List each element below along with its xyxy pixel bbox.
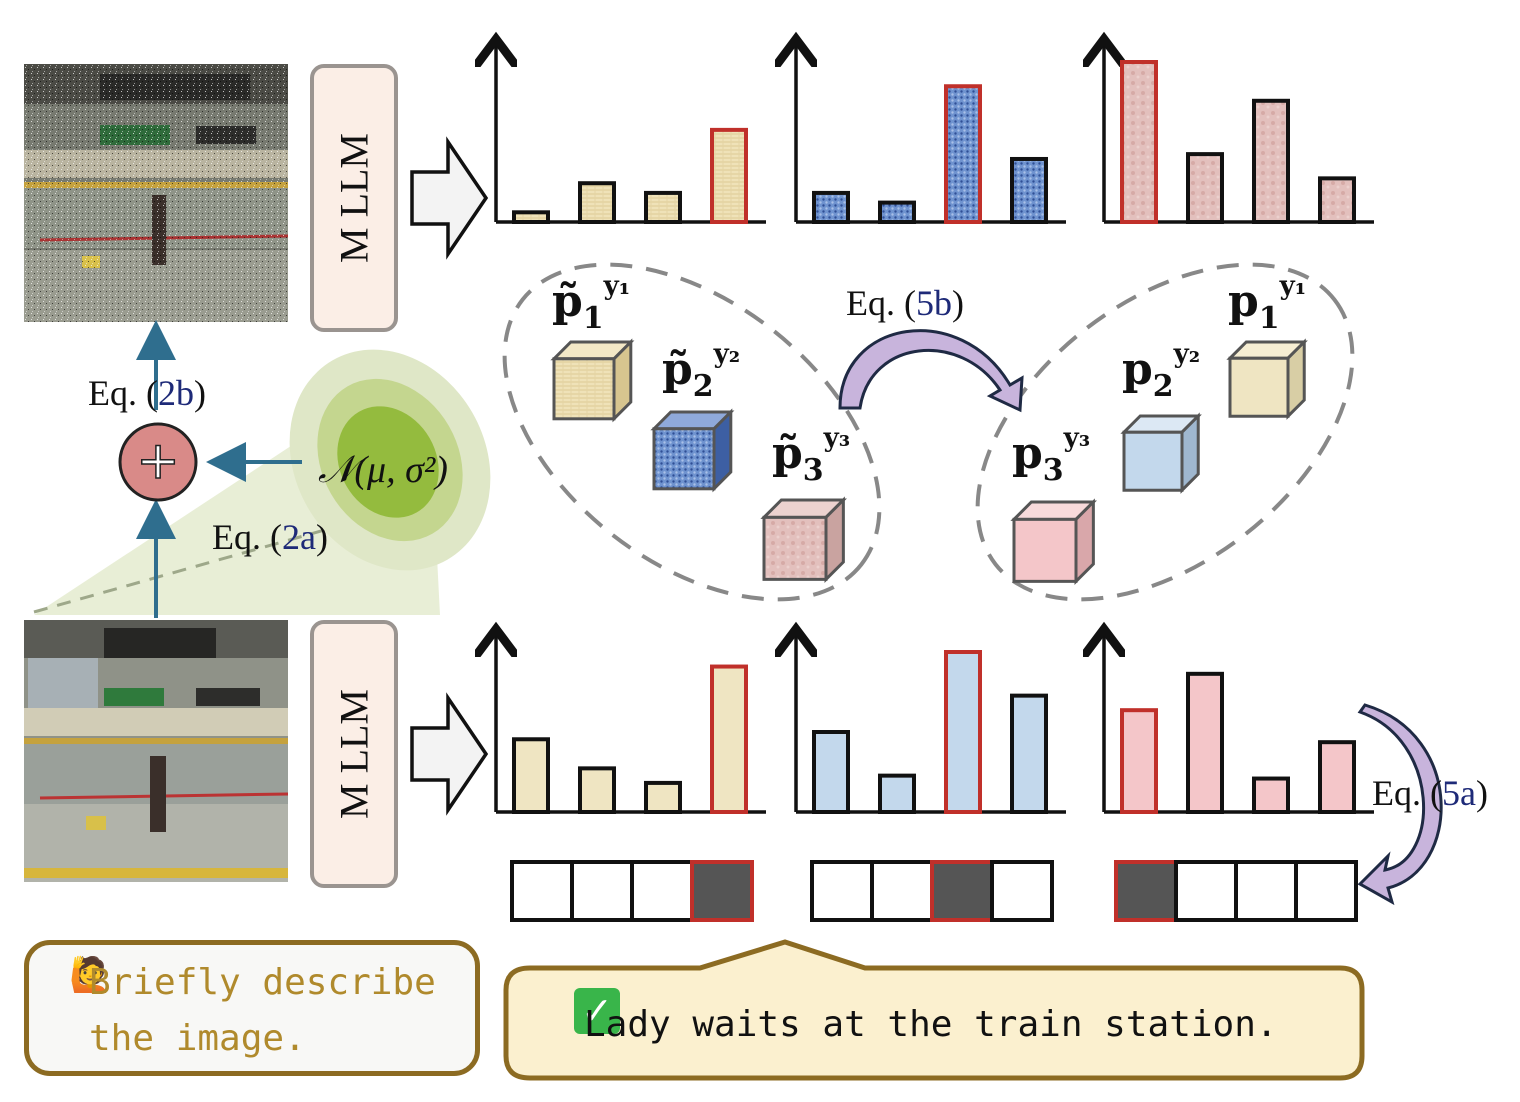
mllm-output-arrow-top bbox=[410, 136, 489, 260]
prompt-box: 🙋 Briefly describe the image. bbox=[24, 940, 480, 1076]
chart-bar bbox=[812, 730, 850, 814]
chart-bar bbox=[878, 200, 916, 225]
token-cell bbox=[630, 860, 694, 922]
mllm-box-top: M LLM bbox=[310, 64, 398, 332]
chart-bar bbox=[644, 780, 682, 815]
mllm-label-top: M LLM bbox=[331, 133, 377, 263]
chart-bar bbox=[1120, 60, 1158, 224]
chart-bar bbox=[1120, 708, 1158, 815]
noise-distribution-label: 𝒩(μ, σ²) bbox=[318, 449, 448, 491]
mllm-label-bottom: M LLM bbox=[331, 689, 377, 819]
chart-bar bbox=[578, 181, 616, 225]
clean-prob-label-3: p3y₃ bbox=[1012, 423, 1091, 488]
noisy-prob-label-2: p̃2y₂ bbox=[662, 339, 741, 404]
chart-bar bbox=[1010, 156, 1048, 224]
token-cell bbox=[510, 860, 574, 922]
chart-bar bbox=[710, 127, 748, 224]
answer-text: Lady waits at the train station. bbox=[584, 1004, 1278, 1045]
clean-prob-label-2: p2y₂ bbox=[1122, 339, 1201, 404]
chart-bar bbox=[1318, 176, 1356, 224]
token-cell-selected bbox=[1114, 860, 1178, 922]
clean-cube-2 bbox=[1120, 412, 1202, 494]
chart-bar bbox=[944, 650, 982, 814]
eq5a-curved-arrow bbox=[1357, 703, 1443, 906]
add-noise-node bbox=[118, 422, 198, 502]
clean-cube-3 bbox=[1010, 498, 1097, 585]
token-cell-selected bbox=[930, 860, 994, 922]
token-cell bbox=[870, 860, 934, 922]
clean-station-image bbox=[24, 620, 289, 882]
eq5b-curved-arrow bbox=[838, 329, 1024, 413]
token-strip-group bbox=[510, 860, 1358, 922]
check-mark-icon: ✓ bbox=[574, 988, 620, 1034]
clean-distribution-cluster bbox=[975, 262, 1355, 602]
mllm-box-bottom: M LLM bbox=[310, 620, 398, 888]
chart-bar bbox=[1318, 740, 1356, 815]
mllm-output-arrow-bottom bbox=[410, 692, 489, 816]
eq5b-label: Eq. (5b) bbox=[846, 283, 964, 323]
token-cell bbox=[990, 860, 1054, 922]
charts-group bbox=[496, 46, 1374, 815]
token-cell bbox=[810, 860, 874, 922]
noisy-cube-1 bbox=[550, 338, 635, 423]
noisy-station-image bbox=[24, 64, 289, 322]
token-cell bbox=[1234, 860, 1298, 922]
token-cell-selected bbox=[690, 860, 754, 922]
chart-bar bbox=[1252, 776, 1290, 815]
answer-box-frame bbox=[503, 939, 1365, 1081]
clean-cube-1 bbox=[1226, 338, 1308, 420]
eq2b-label: Eq. (2b) bbox=[88, 373, 206, 413]
noisy-cube-3 bbox=[760, 496, 847, 583]
token-cell bbox=[570, 860, 634, 922]
gaussian-blob-inner bbox=[337, 406, 439, 518]
chart-bar bbox=[578, 766, 616, 815]
answer-box: ✓ Lady waits at the train station. bbox=[504, 968, 1364, 1078]
noisy-distribution-cluster bbox=[502, 262, 882, 602]
token-cell bbox=[1174, 860, 1238, 922]
eq5a-label: Eq. (5a) bbox=[1372, 773, 1488, 813]
chart-bar bbox=[512, 737, 550, 814]
clean-prob-label-1: p1y₁ bbox=[1228, 271, 1307, 336]
chart-bar bbox=[1186, 152, 1224, 224]
chart-bar bbox=[512, 210, 550, 224]
person-raising-hand-icon: 🙋 bbox=[69, 955, 112, 995]
chart-bar bbox=[710, 664, 748, 815]
noisy-prob-label-3: p̃3y₃ bbox=[772, 423, 851, 488]
token-cell bbox=[1294, 860, 1358, 922]
noisy-cube-2 bbox=[650, 408, 735, 493]
chart-bar bbox=[1010, 693, 1048, 814]
chart-bar bbox=[1252, 98, 1290, 224]
chart-bar bbox=[812, 190, 850, 224]
noisy-prob-label-1: p̃1y₁ bbox=[552, 271, 631, 336]
prompt-text: Briefly describe the image. bbox=[89, 962, 436, 1059]
plus-symbol: + bbox=[136, 431, 180, 491]
chart-bar bbox=[644, 190, 682, 224]
cube-group bbox=[550, 338, 1308, 585]
chart-bar bbox=[878, 773, 916, 814]
eq2a-label: Eq. (2a) bbox=[212, 517, 328, 557]
chart-bar bbox=[944, 84, 982, 224]
chart-bar bbox=[1186, 671, 1224, 814]
